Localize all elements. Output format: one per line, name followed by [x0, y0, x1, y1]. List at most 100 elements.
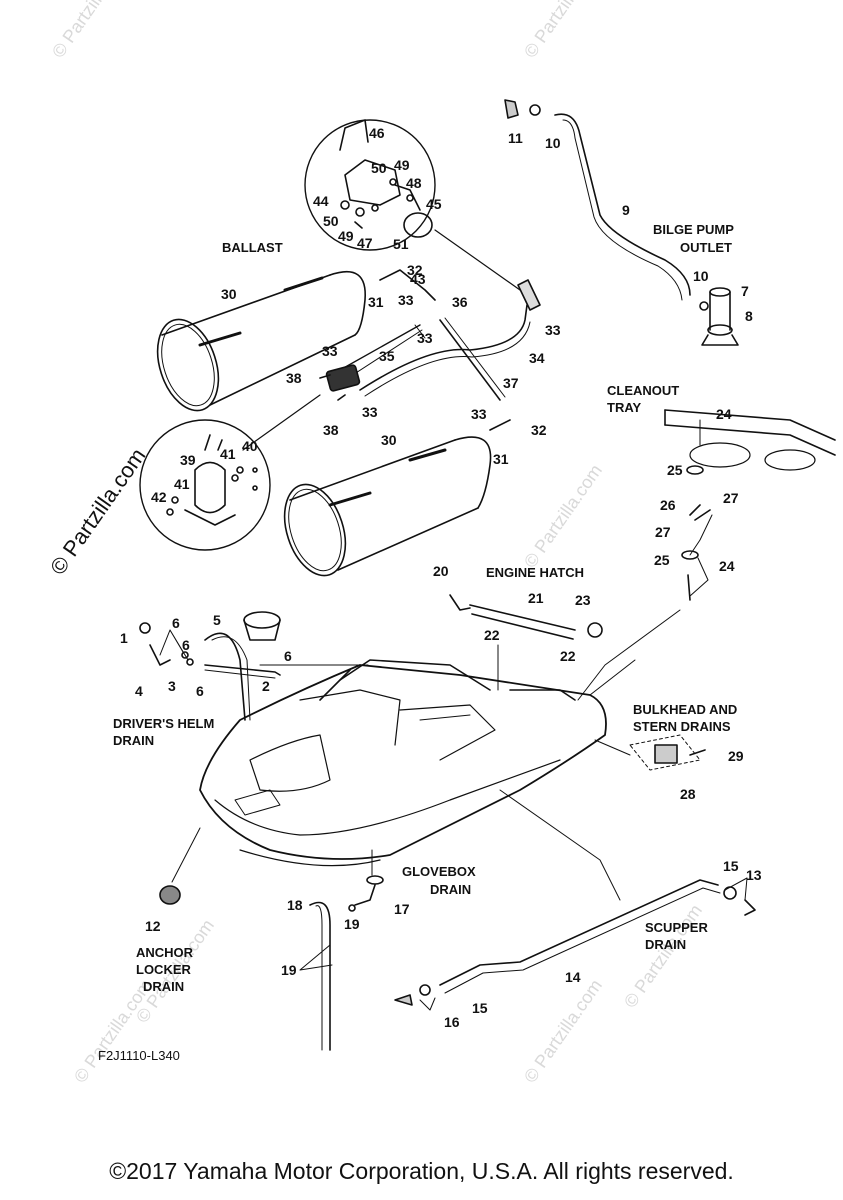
part-number: 27 — [723, 490, 739, 506]
part-number: 41 — [220, 446, 236, 462]
diagram-code: F2J1110-L340 — [98, 1048, 180, 1063]
part-number: 20 — [433, 563, 449, 579]
part-number: 17 — [394, 901, 410, 917]
part-number: 45 — [426, 196, 442, 212]
label-drivers-helm-drain: DRAIN — [113, 733, 155, 748]
part-number: 38 — [286, 370, 302, 386]
part-number: 26 — [660, 497, 676, 513]
part-number: 33 — [322, 343, 338, 359]
part-number: 19 — [344, 916, 360, 932]
part-number: 41 — [174, 476, 190, 492]
part-number: 22 — [560, 648, 576, 664]
part-number: 28 — [680, 786, 696, 802]
label-bilge-pump: BILGE PUMP — [653, 222, 734, 237]
part-number: 15 — [723, 858, 739, 874]
scupper-hose — [394, 879, 756, 1006]
part-number: 39 — [180, 452, 196, 468]
part-number: 34 — [529, 350, 545, 366]
part-number: 31 — [368, 294, 384, 310]
label-ballast: BALLAST — [222, 240, 283, 255]
label-scupper: SCUPPER — [645, 920, 708, 935]
part-number: 33 — [398, 292, 414, 308]
part-number: 32 — [407, 262, 423, 278]
bilge-pump — [699, 287, 739, 346]
part-number: 30 — [381, 432, 397, 448]
part-number: 38 — [323, 422, 339, 438]
part-number: 10 — [545, 135, 561, 151]
part-number: 33 — [417, 330, 433, 346]
label-anchor-locker: LOCKER — [136, 962, 191, 977]
boat-hull — [199, 659, 607, 867]
part-number: 50 — [371, 160, 387, 176]
copyright-notice: ©2017 Yamaha Motor Corporation, U.S.A. A… — [109, 1158, 734, 1184]
label-stern-drains: STERN DRAINS — [633, 719, 731, 734]
label-bilge-outlet: OUTLET — [680, 240, 732, 255]
label-glovebox-drain: DRAIN — [430, 882, 472, 897]
part-number: 30 — [221, 286, 237, 302]
part-number: 36 — [452, 294, 468, 310]
part-number: 6 — [172, 615, 180, 631]
part-number: 37 — [503, 375, 519, 391]
part-number: 13 — [746, 867, 762, 883]
part-number: 18 — [287, 897, 303, 913]
part-number: 42 — [151, 489, 167, 505]
bilge-hose — [504, 99, 691, 301]
part-number: 43 — [410, 271, 426, 287]
part-number: 6 — [284, 648, 292, 664]
part-number: 12 — [145, 918, 161, 934]
part-number: 8 — [745, 308, 753, 324]
part-number: 31 — [493, 451, 509, 467]
part-number: 6 — [196, 683, 204, 699]
part-number: 11 — [508, 130, 523, 146]
part-number: 33 — [362, 404, 378, 420]
part-number: 27 — [655, 524, 671, 540]
part-number: 49 — [338, 228, 354, 244]
ballast-tank-upper — [156, 270, 366, 412]
part-number: 4 — [135, 683, 143, 699]
label-anchor-drain: DRAIN — [143, 979, 185, 994]
part-number: 25 — [667, 462, 683, 478]
part-number: 32 — [531, 422, 547, 438]
helm-drain — [139, 611, 281, 721]
engine-hatch-hose — [449, 594, 603, 640]
part-number: 48 — [406, 175, 422, 191]
label-glovebox: GLOVEBOX — [402, 864, 476, 879]
part-number: 24 — [716, 406, 732, 422]
part-number: 40 — [242, 438, 258, 454]
part-number: 25 — [654, 552, 670, 568]
pump-inset-circle — [139, 419, 271, 551]
part-number: 33 — [545, 322, 561, 338]
bulkhead-drain — [589, 659, 706, 771]
part-number: 49 — [394, 157, 410, 173]
label-anchor: ANCHOR — [136, 945, 194, 960]
label-cleanout-tray: TRAY — [607, 400, 642, 415]
part-number: 22 — [484, 627, 500, 643]
valve-inset-circle — [304, 119, 436, 251]
ballast-tank-lower — [283, 436, 492, 577]
label-bulkhead: BULKHEAD AND — [633, 702, 738, 717]
part-number: 15 — [472, 1000, 488, 1016]
part-number: 29 — [728, 748, 744, 764]
part-number: 50 — [323, 213, 339, 229]
label-drivers-helm: DRIVER'S HELM — [113, 716, 215, 731]
part-number: 5 — [213, 612, 221, 628]
part-number: 3 — [168, 678, 176, 694]
part-number: 10 — [693, 268, 709, 284]
label-cleanout: CLEANOUT — [607, 383, 680, 398]
part-number: 33 — [471, 406, 487, 422]
cleanout-tray — [664, 409, 836, 601]
part-number: 19 — [281, 962, 297, 978]
part-number: 7 — [741, 283, 749, 299]
part-number: 24 — [719, 558, 735, 574]
part-number: 9 — [622, 202, 630, 218]
part-number: 16 — [444, 1014, 460, 1030]
part-number: 46 — [369, 125, 385, 141]
part-number: 2 — [262, 678, 270, 694]
part-number: 6 — [182, 637, 190, 653]
part-number: 47 — [357, 235, 373, 251]
part-number: 35 — [379, 348, 395, 364]
part-number: 44 — [313, 193, 329, 209]
part-number: 1 — [120, 630, 128, 646]
label-engine-hatch: ENGINE HATCH — [486, 565, 584, 580]
